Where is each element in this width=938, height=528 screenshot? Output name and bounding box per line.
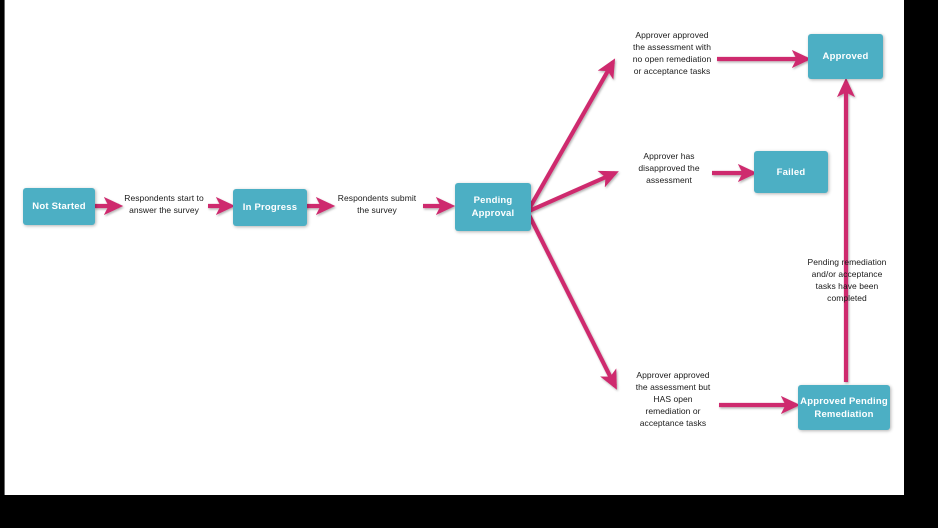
node-approved-pending-remediation[interactable]: Approved Pending Remediation	[798, 385, 890, 430]
arrow-layer	[94, 49, 856, 415]
edge-label-tasks-completed: Pending remediation and/or acceptance ta…	[800, 256, 894, 304]
arrow-pending-approval-to-approved-branch	[527, 58, 616, 211]
edge-label-tasks-completed-line1: Pending remediation	[807, 257, 887, 267]
edge-label-approved-no-tasks-line1: Approver approved	[635, 30, 709, 40]
node-in-progress[interactable]: In Progress	[233, 189, 307, 226]
edge-label-tasks-completed-line4: completed	[827, 293, 867, 303]
node-pending-approval-label-line1: Pending	[473, 195, 513, 206]
edge-label-approved-open-tasks-line3: HAS open	[653, 394, 693, 404]
node-apr-label-line1: Approved Pending	[800, 395, 888, 407]
edge-label-respondents-start-line1: Respondents start to	[124, 193, 204, 203]
edge-label-respondents-submit-line2: the survey	[357, 205, 397, 215]
node-approved-label: Approved	[822, 51, 869, 62]
node-failed-label: Failed	[776, 166, 806, 178]
edge-label-disapproved-line2: disapproved the	[638, 163, 700, 173]
edge-label-tasks-completed-line2: and/or acceptance	[811, 269, 883, 279]
edge-label-approved-open-tasks-line5: acceptance tasks	[639, 418, 707, 428]
edge-label-tasks-completed-line3: tasks have been	[815, 281, 879, 291]
edge-label-approved-no-tasks-line2: the assessment with	[633, 42, 711, 52]
node-failed[interactable]: Failed	[754, 151, 828, 193]
edge-label-approver-approved-no-tasks: Approver approved the assessment with no…	[626, 29, 718, 77]
edge-label-approved-no-tasks-line3: no open remediation	[632, 54, 712, 64]
diagram-canvas: Not Started In Progress Pending Approval…	[4, 0, 904, 495]
edge-label-respondents-start: Respondents start to answer the survey	[118, 192, 210, 216]
edge-label-approver-disapproved: Approver has disapproved the assessment	[626, 150, 712, 186]
node-in-progress-label: In Progress	[242, 202, 298, 213]
edge-label-approver-approved-open-tasks: Approver approved the assessment but HAS…	[627, 369, 719, 429]
node-apr-label-line2: Remediation	[814, 408, 874, 420]
edge-label-disapproved-line1: Approver has	[643, 151, 695, 161]
edge-label-approved-open-tasks-line2: the assessment but	[635, 382, 711, 392]
edge-label-disapproved-line3: assessment	[646, 175, 692, 185]
node-not-started[interactable]: Not Started	[23, 188, 95, 225]
edge-label-respondents-submit: Respondents submit the survey	[331, 192, 423, 216]
edge-label-approved-open-tasks-line4: remediation or	[645, 406, 701, 416]
arrow-pending-approval-to-failed-branch	[528, 170, 619, 213]
edge-label-approved-no-tasks-line4: or acceptance tasks	[633, 66, 711, 76]
node-pending-approval-label-line2: Approval	[471, 208, 515, 219]
node-pending-approval[interactable]: Pending Approval	[455, 183, 531, 231]
arrow-pending-approval-to-remediation-branch	[527, 214, 617, 390]
edge-label-respondents-start-line2: answer the survey	[129, 205, 199, 215]
node-not-started-label: Not Started	[32, 201, 86, 212]
edge-label-respondents-submit-line1: Respondents submit	[337, 193, 417, 203]
node-approved[interactable]: Approved	[808, 34, 883, 79]
edge-label-approved-open-tasks-line1: Approver approved	[636, 370, 710, 380]
